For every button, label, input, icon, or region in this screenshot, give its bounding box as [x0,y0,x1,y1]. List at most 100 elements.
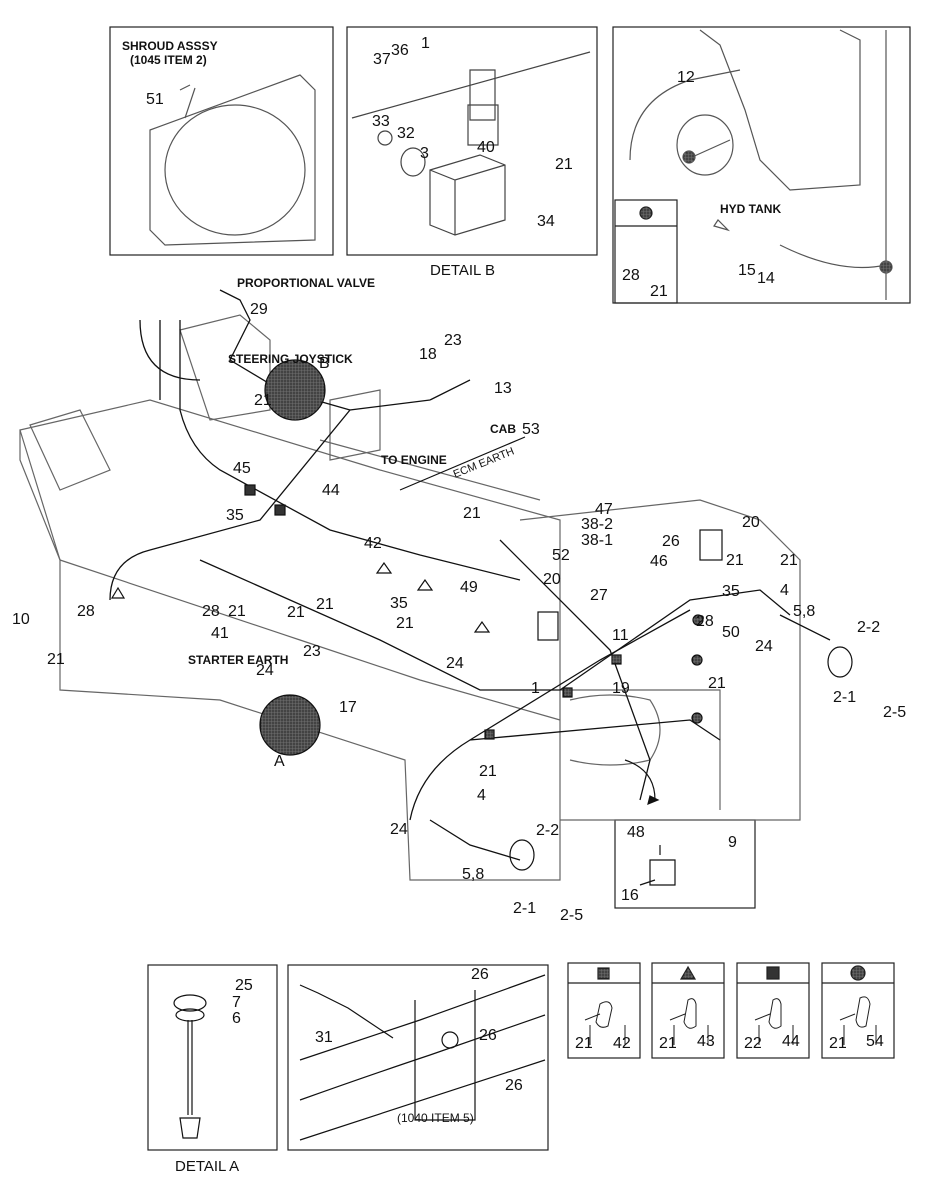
part-label: 4 [780,582,789,599]
part-label: 11 [612,627,629,644]
part-label: 9 [728,834,737,851]
legend-part-label: 44 [782,1033,800,1050]
part-label: 19 [612,680,630,697]
cab-caption: CAB [490,422,516,436]
part-label: 29 [250,301,268,318]
proportional-valve-caption: PROPORTIONAL VALVE [237,276,376,290]
part-label: 7 [232,994,241,1011]
part-label: 21 [316,596,334,613]
legend-part-label: 21 [829,1035,847,1052]
legend-part-label: 21 [659,1035,677,1052]
part-label: 24 [446,655,464,672]
part-label: 52 [552,547,570,564]
shroud-subtitle: (1045 ITEM 2) [130,53,207,67]
part-label: 12 [677,69,695,86]
part-label: 21 [479,763,497,780]
legend-part-label: 21 [575,1035,593,1052]
part-label: 37 [373,51,391,68]
part-label: 28 [622,267,640,284]
legend-part-label: 22 [744,1035,762,1052]
part-label: 10 [12,611,30,628]
part-label: 41 [211,625,229,642]
detail-a-title: DETAIL A [175,1158,240,1175]
part-label: 20 [742,514,760,531]
part-label: 21 [726,552,744,569]
part-label: 24 [256,662,274,679]
part-label: 17 [339,699,357,716]
part-label: 1 [531,680,540,697]
part-label: 13 [494,380,512,397]
part-label: 27 [590,587,608,604]
to-engine-caption: TO ENGINE [381,453,447,467]
part-label: 40 [477,139,495,156]
part-label: 36 [391,42,409,59]
ecm-earth-text: ECM EARTH [452,445,516,480]
detail-a-callout [259,694,321,756]
part-label: 45 [233,460,251,477]
part-label: 2-2 [857,619,881,636]
part-label: 21 [396,615,414,632]
part-label: 18 [419,346,437,363]
part-label: 35 [390,595,408,612]
part-label: 50 [722,624,740,641]
harness-panel-frame [287,964,549,1151]
part-label: 4 [477,787,486,804]
part-label: 38-1 [581,532,614,549]
hyd-clamp-inset [614,199,678,304]
part-label: 21 [254,392,272,409]
legend-frames [567,962,895,1059]
part-label: 25 [235,977,253,994]
part-label: 15 [738,262,756,279]
part-label: 26 [471,966,489,983]
shroud-title: SHROUD ASSSY [122,39,218,53]
part-label: 44 [322,482,340,499]
hyd-tank-caption: HYD TANK [720,202,782,216]
part-label: 2-1 [833,689,857,706]
part-label: 21 [555,156,573,173]
part-label: 47 [595,501,613,518]
legend-part-label: 43 [697,1033,715,1050]
part-label: 35 [226,507,244,524]
part-label: 28 [202,603,220,620]
part-label: 23 [303,643,321,660]
part-label: 35 [722,583,740,600]
part-label: 26 [662,533,680,550]
part-label: 48 [627,824,645,841]
part-label: 33 [372,113,390,130]
part-label: 21 [47,651,65,668]
part-label: 1 [421,35,430,52]
part-label: 16 [621,887,639,904]
part-label: 21 [780,552,798,569]
part-label: 49 [460,579,478,596]
part-label: 6 [232,1010,241,1027]
part-label: 31 [315,1029,333,1046]
part-label: 32 [397,125,415,142]
harness-note: (1040 ITEM 5) [397,1111,474,1125]
part-label: 28 [77,603,95,620]
part-label: 24 [755,638,773,655]
part-label: 24 [390,821,408,838]
part-label: 21 [708,675,726,692]
detail-b-callout [264,359,326,421]
legend-part-label: 42 [613,1035,631,1052]
detail-b-title: DETAIL B [430,262,496,279]
part-label: 2-1 [513,900,537,917]
part-label: 5,8 [462,866,485,883]
part-label: 42 [364,535,382,552]
detail-b-frame [346,26,598,256]
part-label: 21 [463,505,481,522]
part-label: 21 [287,604,305,621]
part-label: 51 [146,91,164,108]
part-label: 5,8 [793,603,816,620]
part-label: 21 [650,283,668,300]
shroud-panel-frame [109,26,334,256]
part-label: 21 [228,603,246,620]
steering-joystick-caption: STEERING JOYSTICK [228,352,353,366]
part-label: 34 [537,213,555,230]
starter-earth-caption: STARTER EARTH [188,653,289,667]
part-label: 14 [757,270,775,287]
part-label: 28 [696,613,714,630]
detail-a-frame [147,964,278,1151]
